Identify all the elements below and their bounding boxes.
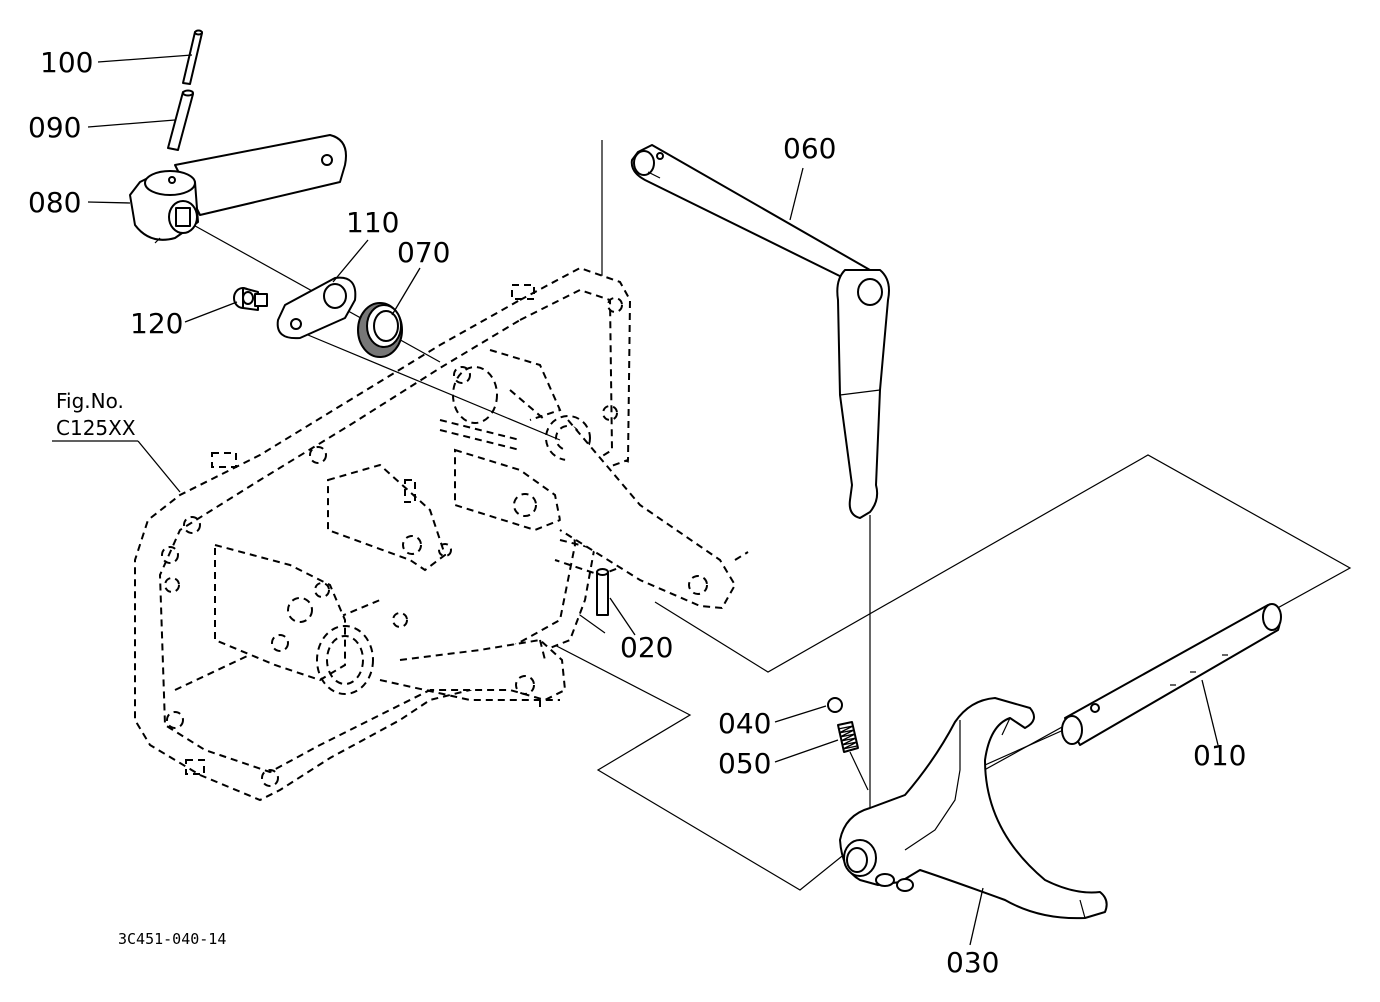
- part-050-spring[interactable]: [837, 721, 859, 753]
- label-120: 120: [130, 307, 183, 340]
- label-050: 050: [718, 747, 771, 780]
- label-020: 020: [620, 631, 673, 664]
- gearbox-housing: [134, 266, 749, 802]
- part-070-oil-seal[interactable]: [357, 302, 403, 358]
- part-labels: 100 090 080 110 070 120 060 020 040 050 …: [28, 46, 1246, 979]
- part-010-shaft[interactable]: [1061, 603, 1282, 746]
- drawing-number: 3C451-040-14: [118, 930, 226, 948]
- part-090-spring-pin[interactable]: [167, 89, 194, 151]
- part-080-lever[interactable]: [129, 134, 347, 244]
- part-110-plate[interactable]: [276, 276, 357, 340]
- part-040-ball[interactable]: [827, 697, 843, 713]
- label-060: 060: [783, 132, 836, 165]
- figure-reference: Fig.No. C125XX 3C451-040-14: [56, 389, 226, 948]
- part-120-bolt[interactable]: [233, 287, 268, 311]
- part-100-pin[interactable]: [182, 29, 203, 85]
- label-070: 070: [397, 236, 450, 269]
- label-110: 110: [346, 206, 399, 239]
- label-100: 100: [40, 46, 93, 79]
- label-090: 090: [28, 111, 81, 144]
- part-020-dowel-pin[interactable]: [596, 568, 609, 616]
- fig-no-label: Fig.No.: [56, 389, 124, 413]
- part-030-shift-fork[interactable]: [839, 697, 1108, 920]
- fig-no-code: C125XX: [56, 416, 136, 440]
- label-040: 040: [718, 707, 771, 740]
- part-060-shift-lever[interactable]: [630, 144, 890, 519]
- label-010: 010: [1193, 739, 1246, 772]
- label-030: 030: [946, 946, 999, 979]
- label-080: 080: [28, 186, 81, 219]
- leader-lines: [52, 54, 1219, 946]
